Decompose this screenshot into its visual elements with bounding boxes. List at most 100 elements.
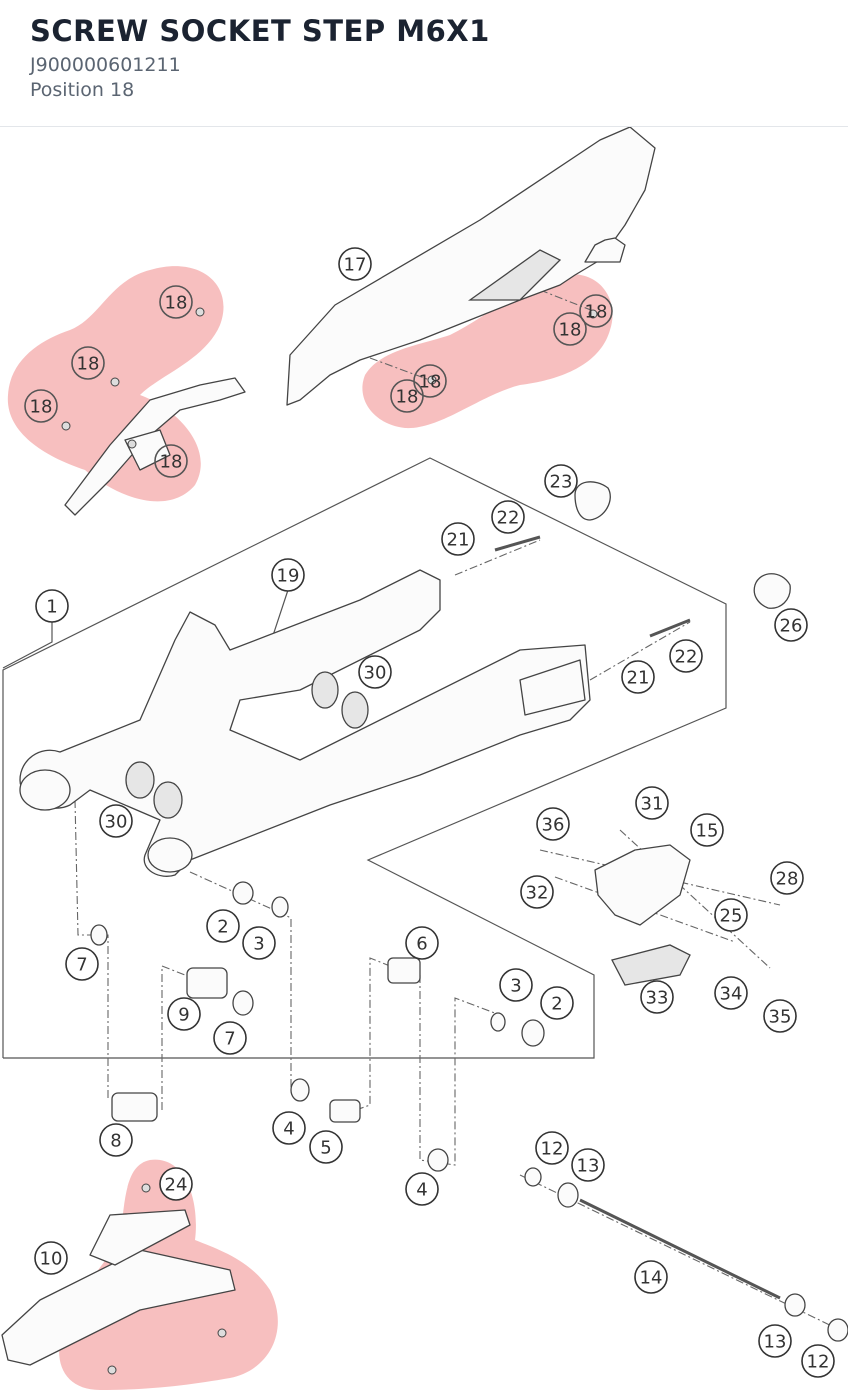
callout-label: 33 bbox=[646, 988, 669, 1009]
callout-18[interactable]: 18 bbox=[71, 346, 105, 380]
part-header: SCREW SOCKET STEP M6X1 J900000601211 Pos… bbox=[0, 0, 848, 127]
callout-circle bbox=[770, 861, 804, 895]
callout-circle bbox=[499, 968, 533, 1002]
callout-circle bbox=[24, 389, 58, 423]
callout-32[interactable]: 32 bbox=[520, 875, 554, 909]
callout-13[interactable]: 13 bbox=[571, 1148, 605, 1182]
callout-label: 35 bbox=[769, 1007, 792, 1028]
part-title: SCREW SOCKET STEP M6X1 bbox=[30, 14, 490, 48]
callout-circle bbox=[213, 1021, 247, 1055]
callout-label: 22 bbox=[497, 508, 520, 529]
callout-7[interactable]: 7 bbox=[213, 1021, 247, 1055]
screw-socket-step-icon bbox=[107, 1365, 117, 1375]
callout-circle bbox=[758, 1324, 792, 1358]
callout-30[interactable]: 30 bbox=[99, 804, 133, 838]
callout-22[interactable]: 22 bbox=[669, 639, 703, 673]
callout-19[interactable]: 19 bbox=[271, 558, 305, 592]
highlight-zones bbox=[7, 266, 613, 1390]
callout-12[interactable]: 12 bbox=[801, 1344, 835, 1378]
callout-label: 28 bbox=[776, 869, 799, 890]
callout-7[interactable]: 7 bbox=[65, 947, 99, 981]
callout-30[interactable]: 30 bbox=[358, 655, 392, 689]
callout-label: 18 bbox=[160, 452, 183, 473]
callout-circle bbox=[801, 1344, 835, 1378]
callout-18[interactable]: 18 bbox=[413, 364, 447, 398]
callout-label: 32 bbox=[526, 883, 549, 904]
callout-label: 18 bbox=[77, 354, 100, 375]
callout-3[interactable]: 3 bbox=[242, 926, 276, 960]
callout-31[interactable]: 31 bbox=[635, 786, 669, 820]
callout-24[interactable]: 24 bbox=[159, 1167, 193, 1201]
callout-label: 4 bbox=[416, 1180, 427, 1201]
callout-15[interactable]: 15 bbox=[690, 813, 724, 847]
callout-label: 18 bbox=[165, 293, 188, 314]
callout-circle bbox=[271, 558, 305, 592]
callout-label: 8 bbox=[110, 1131, 121, 1152]
callout-26[interactable]: 26 bbox=[774, 608, 808, 642]
callout-25[interactable]: 25 bbox=[714, 898, 748, 932]
callout-10[interactable]: 10 bbox=[34, 1241, 68, 1275]
callout-circle bbox=[99, 804, 133, 838]
callout-28[interactable]: 28 bbox=[770, 861, 804, 895]
callout-circle bbox=[154, 444, 188, 478]
callout-label: 30 bbox=[105, 812, 128, 833]
callout-2[interactable]: 2 bbox=[206, 909, 240, 943]
callout-3[interactable]: 3 bbox=[499, 968, 533, 1002]
callout-label: 34 bbox=[720, 984, 743, 1005]
callout-1[interactable]: 1 bbox=[35, 589, 69, 623]
callout-label: 2 bbox=[551, 994, 562, 1015]
part-swingarm bbox=[19, 569, 591, 877]
callout-12[interactable]: 12 bbox=[535, 1131, 569, 1165]
callout-circle bbox=[272, 1111, 306, 1145]
callout-circle bbox=[714, 898, 748, 932]
callout-label: 6 bbox=[416, 934, 427, 955]
callout-circle bbox=[405, 926, 439, 960]
callout-label: 2 bbox=[217, 917, 228, 938]
callout-label: 18 bbox=[396, 387, 419, 408]
callout-circle bbox=[535, 1131, 569, 1165]
callout-circle bbox=[71, 346, 105, 380]
callout-18[interactable]: 18 bbox=[553, 312, 587, 346]
callout-13[interactable]: 13 bbox=[758, 1324, 792, 1358]
callout-34[interactable]: 34 bbox=[714, 976, 748, 1010]
callout-33[interactable]: 33 bbox=[640, 980, 674, 1014]
callout-circle bbox=[65, 947, 99, 981]
callout-label: 12 bbox=[807, 1352, 830, 1373]
callout-21[interactable]: 21 bbox=[441, 522, 475, 556]
callout-4[interactable]: 4 bbox=[272, 1111, 306, 1145]
callout-5[interactable]: 5 bbox=[309, 1130, 343, 1164]
callout-circle bbox=[634, 1260, 668, 1294]
callout-18[interactable]: 18 bbox=[154, 444, 188, 478]
callout-8[interactable]: 8 bbox=[99, 1123, 133, 1157]
highlight-zone-chain-guide bbox=[362, 274, 613, 429]
callout-6[interactable]: 6 bbox=[405, 926, 439, 960]
callout-circle bbox=[358, 655, 392, 689]
callout-label: 3 bbox=[253, 934, 264, 955]
callout-18[interactable]: 18 bbox=[24, 389, 58, 423]
callout-label: 22 bbox=[675, 647, 698, 668]
callout-circle bbox=[491, 500, 525, 534]
callout-36[interactable]: 36 bbox=[536, 807, 570, 841]
callout-18[interactable]: 18 bbox=[579, 294, 613, 328]
callout-23[interactable]: 23 bbox=[544, 464, 578, 498]
callout-21[interactable]: 21 bbox=[621, 660, 655, 694]
callout-22[interactable]: 22 bbox=[491, 500, 525, 534]
callout-4[interactable]: 4 bbox=[405, 1172, 439, 1206]
callout-label: 18 bbox=[419, 372, 442, 393]
callout-label: 18 bbox=[30, 397, 53, 418]
callout-9[interactable]: 9 bbox=[167, 997, 201, 1031]
callout-18[interactable]: 18 bbox=[159, 285, 193, 319]
callout-circle bbox=[544, 464, 578, 498]
callout-2[interactable]: 2 bbox=[540, 986, 574, 1020]
callout-circle bbox=[159, 285, 193, 319]
callout-layer: 1818181818181818172322211912630222130313… bbox=[24, 247, 835, 1378]
callout-14[interactable]: 14 bbox=[634, 1260, 668, 1294]
part-position: Position 18 bbox=[30, 79, 135, 101]
callout-circle bbox=[159, 1167, 193, 1201]
callout-label: 1 bbox=[46, 597, 57, 618]
callout-17[interactable]: 17 bbox=[338, 247, 372, 281]
callout-label: 14 bbox=[640, 1268, 663, 1289]
callout-35[interactable]: 35 bbox=[763, 999, 797, 1033]
callout-label: 15 bbox=[696, 821, 719, 842]
callout-label: 30 bbox=[364, 663, 387, 684]
